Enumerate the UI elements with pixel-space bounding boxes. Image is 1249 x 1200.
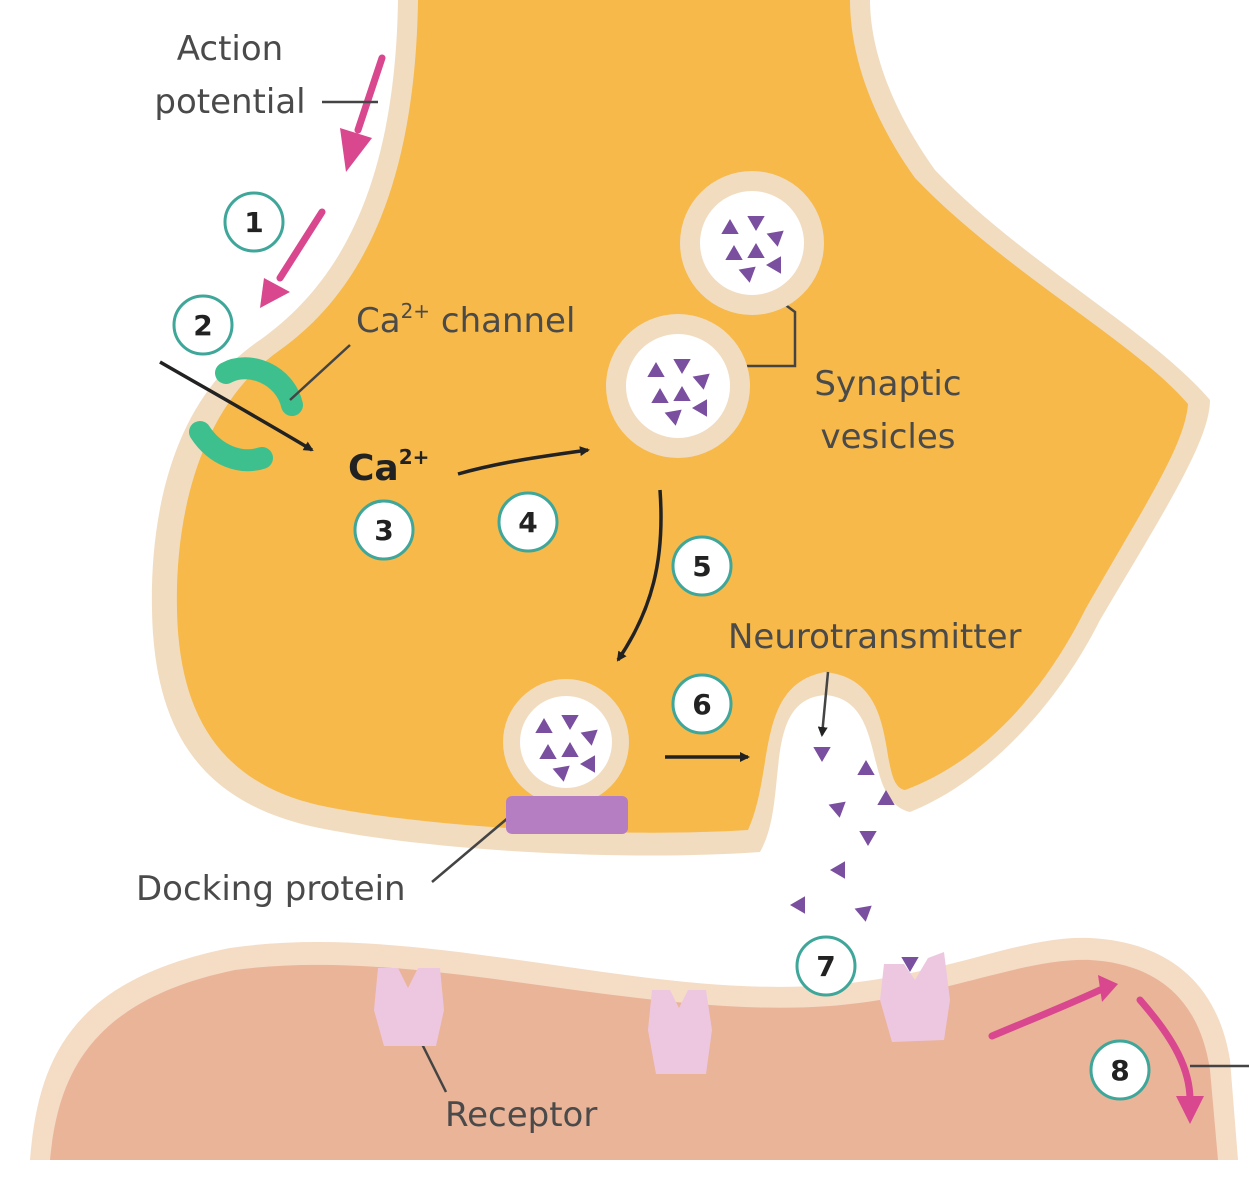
neurotransmitter-molecule bbox=[877, 790, 895, 805]
neurotransmitter-molecule bbox=[647, 362, 665, 377]
ca-channel bbox=[189, 357, 303, 472]
neurotransmitter-molecule bbox=[539, 744, 557, 759]
neurotransmitter-molecule bbox=[692, 373, 710, 390]
postsynaptic-neuron bbox=[30, 937, 1238, 1160]
step-8-marker: 8 bbox=[1089, 1039, 1151, 1101]
neurotransmitter-molecule bbox=[535, 718, 553, 733]
neurotransmitter-molecule bbox=[673, 359, 691, 374]
released-neurotransmitters bbox=[790, 747, 919, 972]
svg-text:8: 8 bbox=[1110, 1054, 1129, 1087]
ca-channel-label: Ca2+ channel bbox=[356, 299, 575, 341]
vesicle-2-neurotransmitters bbox=[647, 359, 710, 426]
synaptic-vesicles bbox=[503, 171, 824, 805]
step-2-marker: 2 bbox=[172, 294, 234, 356]
postsynaptic-signal-arrows bbox=[988, 975, 1204, 1124]
action-potential-label-line2: potential bbox=[154, 82, 305, 122]
neurotransmitter-label: Neurotransmitter bbox=[728, 617, 1021, 657]
svg-text:2: 2 bbox=[193, 309, 212, 342]
neurotransmitter-molecule bbox=[901, 957, 919, 972]
receptor-2 bbox=[648, 990, 712, 1074]
svg-text:6: 6 bbox=[692, 688, 711, 721]
neurotransmitter-molecule bbox=[859, 831, 877, 846]
neurotransmitter-molecule bbox=[830, 861, 845, 879]
neurotransmitter-molecule bbox=[747, 216, 765, 231]
step-6-marker: 6 bbox=[671, 673, 733, 735]
step-1-marker: 1 bbox=[223, 191, 285, 253]
neurotransmitter-molecule bbox=[747, 243, 765, 258]
neurotransmitter-molecule bbox=[766, 230, 784, 247]
neurotransmitter-molecule bbox=[828, 801, 846, 818]
step-3-marker: 3 bbox=[353, 499, 415, 561]
neurotransmitter-molecule bbox=[725, 245, 743, 260]
receptor-label: Receptor bbox=[445, 1095, 597, 1135]
action-potential-label-line1: Action bbox=[177, 29, 283, 69]
step-7-marker: 7 bbox=[795, 935, 857, 997]
neurotransmitter-molecule bbox=[673, 386, 691, 401]
neurotransmitter-molecule bbox=[721, 219, 739, 234]
neurotransmitter-molecule bbox=[580, 755, 595, 773]
action-potential-arrows bbox=[260, 54, 386, 308]
neurotransmitter-molecule bbox=[857, 760, 875, 775]
neurotransmitter-molecule bbox=[790, 896, 805, 914]
svg-text:4: 4 bbox=[518, 506, 537, 539]
neurotransmitter-molecule bbox=[561, 715, 579, 730]
neurotransmitter-molecule bbox=[854, 905, 872, 922]
neurotransmitter-molecule bbox=[561, 742, 579, 757]
neurotransmitter-molecule bbox=[738, 266, 756, 283]
synaptic-vesicles-label-line1: Synaptic bbox=[814, 364, 961, 404]
step-4-marker: 4 bbox=[497, 491, 559, 553]
neurotransmitter-molecule bbox=[580, 729, 598, 746]
svg-text:3: 3 bbox=[374, 514, 393, 547]
neurotransmitter-molecule bbox=[651, 388, 669, 403]
receptor-3 bbox=[880, 952, 950, 1042]
receptor-1 bbox=[374, 968, 444, 1046]
leader-lines bbox=[289, 100, 1249, 1093]
labels: Action potential Ca2+ channel Ca2+ Synap… bbox=[136, 29, 1021, 1135]
neurotransmitter-molecule bbox=[813, 747, 831, 762]
neurotransmitter-molecule bbox=[692, 399, 707, 417]
vesicle-1-neurotransmitters bbox=[721, 216, 784, 283]
step-markers: 1 2 3 4 5 6 7 8 bbox=[172, 191, 1151, 1101]
neurotransmitter-molecule bbox=[552, 765, 570, 782]
docking-protein bbox=[506, 796, 628, 834]
svg-text:1: 1 bbox=[244, 206, 263, 239]
svg-text:7: 7 bbox=[816, 950, 835, 983]
receptors bbox=[374, 952, 950, 1074]
docking-protein-label: Docking protein bbox=[136, 869, 406, 909]
step-5-marker: 5 bbox=[671, 535, 733, 597]
svg-text:5: 5 bbox=[692, 550, 711, 583]
neurotransmitter-molecule bbox=[664, 409, 682, 426]
process-arrows bbox=[159, 360, 830, 762]
ca-ion-label: Ca2+ bbox=[348, 445, 429, 489]
docked-vesicle-neurotransmitters bbox=[535, 715, 598, 782]
neurotransmitter-molecule bbox=[766, 256, 781, 274]
synaptic-vesicles-label-line2: vesicles bbox=[821, 417, 956, 457]
